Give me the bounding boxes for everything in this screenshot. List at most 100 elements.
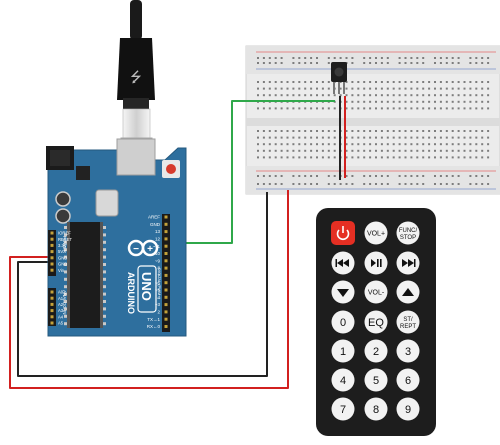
remote-button-vol-[interactable]: VOL+ — [364, 221, 388, 245]
remote-button-9[interactable]: 9 — [396, 397, 420, 421]
analog-pin-hole[interactable] — [50, 290, 54, 294]
remote-button-8[interactable]: 8 — [364, 397, 388, 421]
digital-pin-hole[interactable] — [164, 230, 168, 234]
remote-button-label: 1 — [340, 346, 346, 358]
remote-button-label: 9 — [405, 404, 411, 416]
digital-pin-hole[interactable] — [164, 273, 168, 277]
remote-button-power-icon[interactable] — [331, 221, 355, 245]
digital-pin-hole[interactable] — [164, 310, 168, 314]
digital-pin-hole[interactable] — [164, 215, 168, 219]
remote-button-vol-[interactable]: VOL- — [364, 280, 388, 304]
digital-pin-hole[interactable] — [164, 222, 168, 226]
power-pin-hole[interactable] — [50, 250, 54, 254]
terminal-hole — [439, 130, 442, 132]
terminal-hole — [363, 143, 366, 146]
digital-pin-hole[interactable] — [164, 295, 168, 299]
digital-pin-hole[interactable] — [164, 325, 168, 328]
terminal-hole — [262, 107, 265, 110]
digital-pin-hole[interactable] — [164, 266, 168, 270]
power-pin-label: IOREF — [58, 231, 71, 236]
reset-button[interactable] — [166, 164, 176, 174]
terminal-hole — [386, 94, 389, 97]
analog-pin-hole[interactable] — [50, 296, 54, 300]
terminal-hole — [410, 87, 413, 90]
remote-button-rewind-icon[interactable] — [331, 251, 355, 275]
power-pin-hole[interactable] — [50, 243, 54, 247]
terminal-hole — [262, 136, 265, 139]
terminal-hole — [286, 107, 289, 110]
terminal-hole — [268, 143, 271, 146]
remote-button-bg — [364, 310, 388, 334]
rail-hole — [469, 183, 472, 185]
terminal-hole — [457, 81, 460, 83]
rail-hole — [386, 175, 389, 177]
terminal-hole — [469, 100, 472, 103]
terminal-hole — [451, 100, 454, 103]
terminal-hole — [422, 100, 425, 103]
wire-signal-green — [183, 100, 335, 244]
rail-hole — [316, 62, 318, 64]
digital-pin-hole[interactable] — [164, 281, 168, 285]
terminal-hole — [375, 87, 377, 90]
digital-pin-hole[interactable] — [164, 252, 168, 255]
terminal-hole — [351, 130, 354, 132]
rail-hole — [410, 57, 413, 59]
digital-pin-hole[interactable] — [164, 259, 168, 263]
remote-button-3[interactable]: 3 — [396, 339, 420, 363]
terminal-hole — [375, 81, 377, 83]
digital-pin-hole[interactable] — [164, 317, 168, 321]
wire-5v-red — [9, 190, 289, 389]
digital-pin-hole[interactable] — [164, 303, 168, 307]
remote-button-fast-forward-icon[interactable] — [396, 251, 420, 275]
chip-pin — [102, 322, 106, 326]
remote-button-func-stop[interactable]: FUNC/STOP — [396, 221, 420, 245]
terminal-hole — [469, 156, 472, 159]
terminal-hole — [475, 156, 478, 159]
chip-socket-right — [100, 222, 103, 328]
ir-receiver — [331, 62, 347, 94]
power-pin-label: 3.3V — [58, 243, 67, 248]
terminal-hole — [392, 130, 395, 132]
terminal-hole — [451, 81, 454, 83]
power-pin-hole[interactable] — [50, 237, 54, 241]
power-pin-hole[interactable] — [50, 256, 54, 260]
analog-pin-hole[interactable] — [50, 315, 54, 319]
analog-pin-hole[interactable] — [50, 309, 54, 313]
terminal-hole — [398, 87, 401, 90]
remote-button-2[interactable]: 2 — [364, 339, 388, 363]
rail-hole — [398, 183, 401, 185]
terminal-hole — [380, 149, 383, 152]
chip-pin — [102, 285, 106, 289]
remote-button-st-rept[interactable]: ST/REPT — [396, 310, 420, 334]
remote-button-5[interactable]: 5 — [364, 368, 388, 392]
terminal-hole — [463, 149, 466, 152]
analog-pin-hole[interactable] — [50, 302, 54, 306]
terminal-hole — [487, 130, 490, 132]
rail-hole — [257, 175, 259, 177]
terminal-hole — [286, 81, 289, 83]
remote-button-play-pause-icon[interactable] — [364, 251, 388, 275]
remote-button-6[interactable]: 6 — [396, 368, 420, 392]
remote-button-7[interactable]: 7 — [331, 397, 355, 421]
power-pin-hole[interactable] — [50, 268, 54, 272]
terminal-hole — [339, 94, 342, 97]
terminal-hole — [345, 136, 348, 139]
remote-button-4[interactable]: 4 — [331, 368, 355, 392]
terminal-hole — [487, 100, 490, 103]
power-pin-hole[interactable] — [50, 262, 54, 266]
digital-pin-hole[interactable] — [164, 244, 168, 248]
rail-hole — [445, 175, 448, 177]
terminal-hole — [416, 149, 419, 152]
remote-button-down-icon[interactable] — [331, 280, 355, 304]
chip-pin — [64, 263, 68, 266]
remote-button-1[interactable]: 1 — [331, 339, 355, 363]
power-pin-hole[interactable] — [50, 231, 54, 235]
terminal-hole — [481, 81, 484, 83]
terminal-hole — [380, 130, 383, 132]
remote-button-eq[interactable]: EQ — [364, 310, 388, 334]
digital-pin-hole[interactable] — [164, 288, 168, 292]
remote-button-0[interactable]: 0 — [331, 310, 355, 334]
analog-pin-hole[interactable] — [50, 321, 54, 325]
remote-button-up-icon[interactable] — [396, 280, 420, 304]
digital-pin-hole[interactable] — [164, 237, 168, 241]
